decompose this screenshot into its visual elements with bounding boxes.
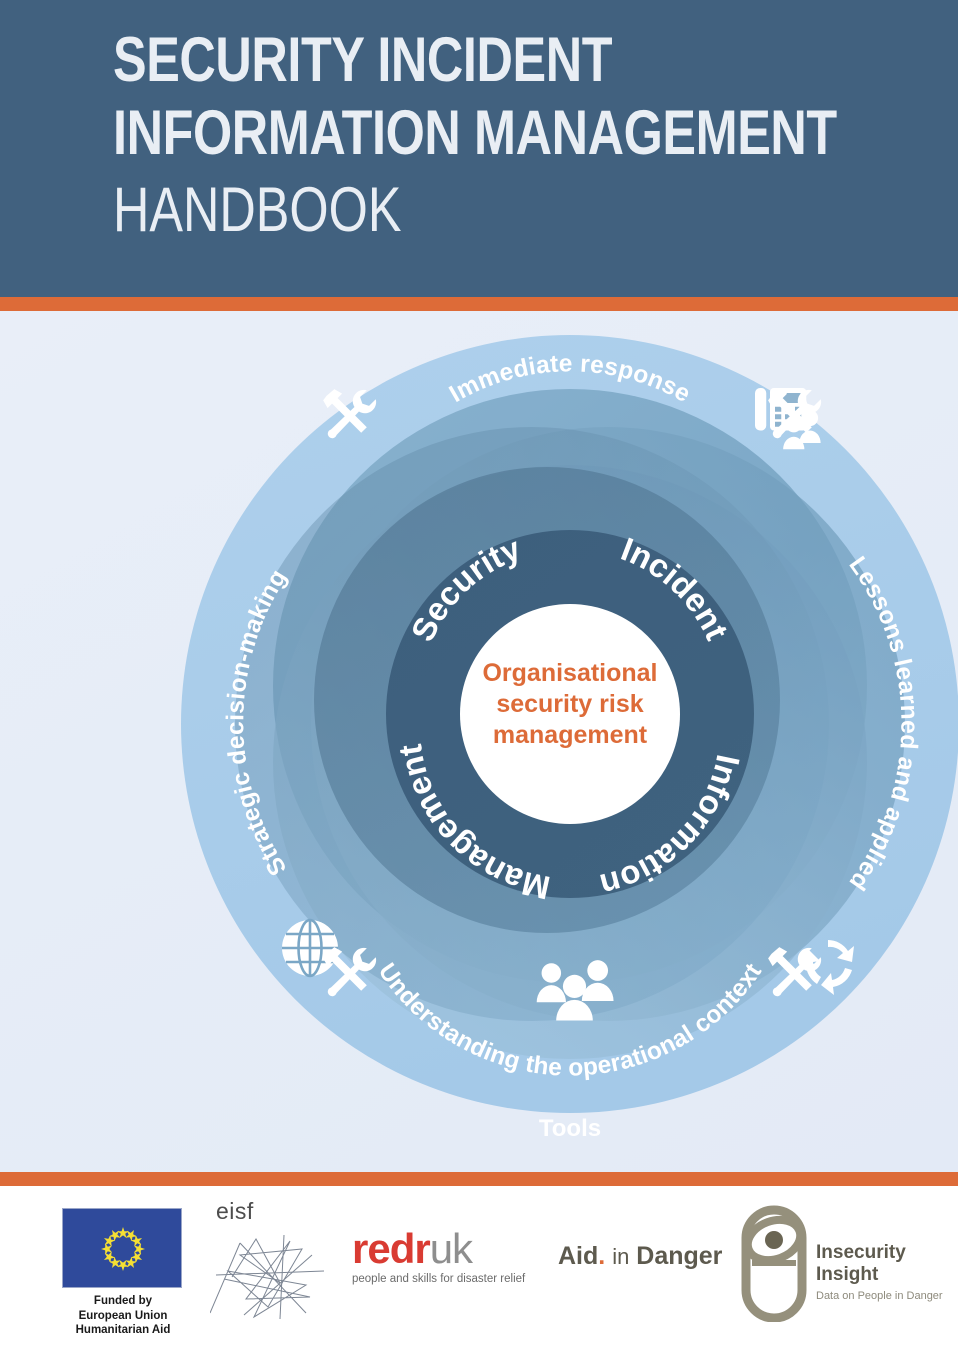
hammer-wrench-icon-top-right bbox=[768, 389, 822, 439]
insecurity-insight-wordmark: Insecurity Insight bbox=[816, 1242, 943, 1286]
hammer-wrench-icon-bottom-right bbox=[768, 947, 822, 997]
center-label-line-3: management bbox=[493, 721, 648, 749]
accent-bar-top bbox=[0, 297, 958, 311]
insecurity-insight-tagline: Data on People in Danger bbox=[816, 1290, 943, 1302]
page-title-line-1: SECURITY INCIDENT bbox=[113, 25, 613, 95]
logo-eisf: eisf bbox=[209, 1198, 330, 1325]
page-title-line-2: INFORMATION MANAGEMENT bbox=[113, 98, 837, 168]
logo-redr-uk: redruk people and skills for disaster re… bbox=[352, 1228, 526, 1286]
footer-logo-bar: Funded by European Union Humanitarian Ai… bbox=[0, 1186, 958, 1360]
page-subtitle: HANDBOOK bbox=[113, 175, 402, 245]
hammer-wrench-icon-bottom-left bbox=[323, 947, 377, 997]
eisf-wordmark: eisf bbox=[216, 1198, 254, 1224]
eu-caption-line-2: European Union bbox=[78, 1309, 168, 1322]
people-group-icon bbox=[536, 960, 614, 1021]
hammer-wrench-icon-top-left bbox=[323, 389, 377, 439]
logo-aid-in-danger: Aid. in Danger bbox=[558, 1242, 722, 1271]
logo-insecurity-insight: Insecurity Insight Data on People in Dan… bbox=[738, 1204, 958, 1334]
redr-tagline: people and skills for disaster relief bbox=[352, 1273, 526, 1285]
aid-word-3: Danger bbox=[636, 1242, 723, 1270]
globe-icon bbox=[282, 918, 338, 978]
outer-ring-label-tools: Tools bbox=[539, 1115, 601, 1142]
insecurity-insight-text-block: Insecurity Insight Data on People in Dan… bbox=[816, 1242, 943, 1302]
aid-word-2: in bbox=[612, 1244, 630, 1269]
logo-european-union: Funded by European Union Humanitarian Ai… bbox=[62, 1208, 192, 1338]
eu-logo-caption: Funded by European Union Humanitarian Ai… bbox=[62, 1294, 184, 1338]
center-core-label: Organisational security risk management bbox=[482, 659, 657, 749]
ii-name-line-1: Insecurity bbox=[816, 1242, 906, 1263]
accent-bar-bottom bbox=[0, 1172, 958, 1186]
ii-name-line-2: Insight bbox=[816, 1264, 879, 1285]
aid-in-danger-wordmark: Aid. in Danger bbox=[558, 1242, 723, 1270]
aid-word-1: Aid bbox=[558, 1242, 599, 1270]
redr-name-red: redr bbox=[352, 1225, 431, 1272]
cover-title-block: SECURITY INCIDENT INFORMATION MANAGEMENT… bbox=[113, 24, 943, 248]
eu-flag-icon bbox=[62, 1208, 182, 1288]
inner-ring-core bbox=[386, 530, 754, 898]
redr-name-grey: uk bbox=[429, 1225, 473, 1272]
insecurity-insight-eye-icon bbox=[741, 1205, 807, 1322]
eisf-scribble-icon bbox=[209, 1234, 325, 1320]
redr-wordmark: redruk bbox=[352, 1228, 525, 1270]
eu-caption-line-1: Funded by bbox=[93, 1295, 153, 1307]
srm-concentric-diagram: Immediate response Understanding the ope… bbox=[179, 300, 958, 1182]
cover-header: SECURITY INCIDENT INFORMATION MANAGEMENT… bbox=[0, 0, 958, 297]
center-label-line-1: Organisational bbox=[482, 659, 657, 687]
center-label-line-2: security risk bbox=[496, 690, 643, 718]
eu-caption-line-3: Humanitarian Aid bbox=[75, 1324, 171, 1336]
